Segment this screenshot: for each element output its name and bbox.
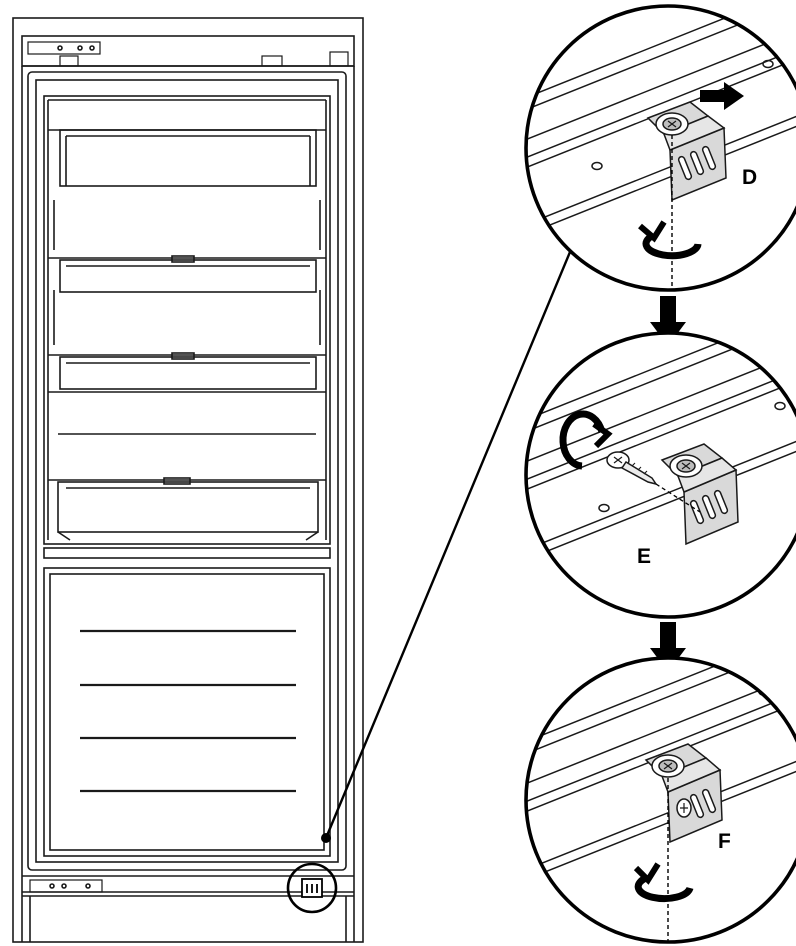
screw-icon — [606, 451, 658, 486]
step-label-e: E — [637, 545, 651, 568]
push-arrow-icon — [700, 82, 744, 110]
detail-d: D — [524, 4, 796, 292]
bottom-hinge — [29, 879, 103, 893]
fridge-bracket-callout — [286, 862, 338, 914]
top-bar — [21, 35, 355, 67]
detail-e: E — [524, 331, 796, 619]
hinge-bracket-icon — [644, 743, 723, 844]
hinge-bracket-icon — [646, 101, 727, 202]
shelf-3 — [48, 352, 326, 390]
detail-f: F — [524, 656, 796, 944]
step-label-d: D — [742, 166, 757, 189]
rotate-arrow-icon — [559, 410, 613, 470]
top-hinge — [27, 41, 349, 67]
hinge-bracket-icon — [660, 443, 739, 546]
fridge-compartment — [43, 95, 331, 545]
door-frame — [27, 71, 347, 871]
shelf-1 — [48, 129, 326, 187]
freezer-lines — [80, 629, 296, 793]
step-label-f: F — [718, 830, 731, 853]
crisper-drawer — [48, 477, 326, 541]
rotate-arrow-icon — [633, 862, 694, 903]
compartment-divider — [43, 547, 331, 559]
shelf-2 — [48, 255, 326, 293]
freezer-compartment — [43, 567, 331, 857]
rotate-arrow-icon — [638, 220, 702, 260]
cabinet-outer — [12, 17, 364, 943]
leader-line — [321, 251, 572, 843]
refrigerator — [12, 17, 364, 943]
